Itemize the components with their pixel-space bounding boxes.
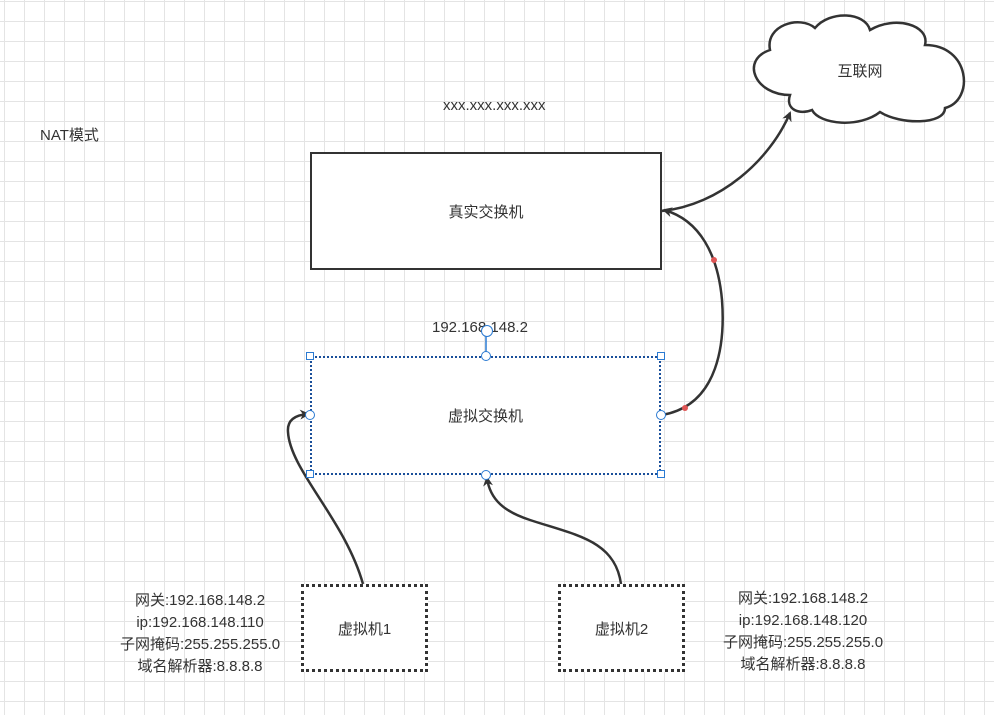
connect-point-top[interactable] xyxy=(481,351,491,361)
vm1-node[interactable]: 虚拟机1 xyxy=(301,584,428,672)
edge-vm2-to-virtual-switch[interactable] xyxy=(483,476,623,585)
real-switch-node[interactable]: 真实交换机 xyxy=(310,152,662,270)
vm2-gateway: 网关:192.168.148.2 xyxy=(737,590,869,607)
vm1-label: 虚拟机1 xyxy=(337,620,392,638)
resize-handle-bottom-left[interactable] xyxy=(306,470,314,478)
mode-label: NAT模式 xyxy=(40,127,99,144)
cloud-icon[interactable] xyxy=(752,14,966,124)
connect-point-bottom[interactable] xyxy=(481,470,491,480)
vm2-netmask: 子网掩码:255.255.255.0 xyxy=(722,634,884,651)
vm1-config[interactable]: 网关:192.168.148.2 ip:192.168.148.110 子网掩码… xyxy=(100,590,300,678)
label-handle[interactable] xyxy=(481,325,493,337)
edge-waypoint[interactable] xyxy=(711,257,717,263)
edge-real-switch-to-internet[interactable] xyxy=(661,111,792,213)
internet-label: 互联网 xyxy=(837,63,883,80)
vm1-gateway: 网关:192.168.148.2 xyxy=(134,592,266,609)
vm2-dns: 域名解析器:8.8.8.8 xyxy=(740,656,866,673)
vm1-dns: 域名解析器:8.8.8.8 xyxy=(137,658,263,675)
connect-point-right[interactable] xyxy=(656,410,666,420)
vm2-node[interactable]: 虚拟机2 xyxy=(558,584,685,672)
edge-vm1-to-virtual-switch[interactable] xyxy=(286,409,365,585)
virtual-switch-node[interactable]: 虚拟交换机 xyxy=(310,356,661,475)
resize-handle-top-right[interactable] xyxy=(657,352,665,360)
real-switch-label: 真实交换机 xyxy=(448,203,524,221)
resize-handle-top-left[interactable] xyxy=(306,352,314,360)
connect-point-left[interactable] xyxy=(305,410,315,420)
vm2-config[interactable]: 网关:192.168.148.2 ip:192.168.148.120 子网掩码… xyxy=(703,588,903,676)
virtual-switch-label: 虚拟交换机 xyxy=(447,408,523,425)
edge-waypoint[interactable] xyxy=(682,405,688,411)
real-switch-ip-label[interactable]: xxx.xxx.xxx.xxx xyxy=(443,97,546,114)
vm2-ip: ip:192.168.148.120 xyxy=(738,612,868,629)
resize-handle-bottom-right[interactable] xyxy=(657,470,665,478)
vm1-netmask: 子网掩码:255.255.255.0 xyxy=(119,636,281,653)
vm2-label: 虚拟机2 xyxy=(594,620,649,638)
edge-virtual-switch-to-real-switch[interactable] xyxy=(661,207,724,417)
virtual-switch-ip-label[interactable]: 192.168.148.2 xyxy=(432,319,528,336)
vm1-ip: ip:192.168.148.110 xyxy=(136,614,264,631)
